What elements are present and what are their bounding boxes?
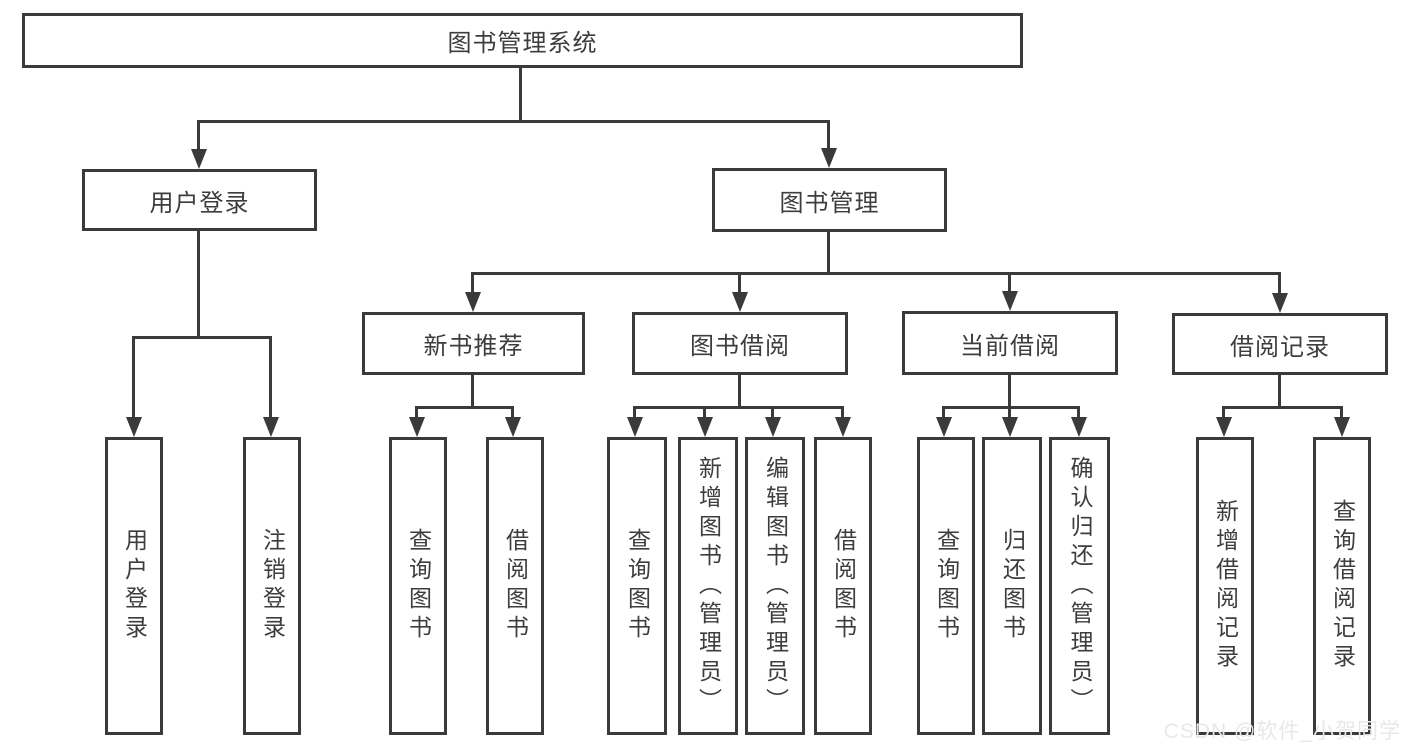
node-borrow-records: 借阅记录 bbox=[1172, 313, 1388, 375]
connector-vline bbox=[197, 231, 200, 336]
leaf-borrow-edit-admin-label: 编辑图书（管理员） bbox=[762, 455, 789, 717]
node-user-login: 用户登录 bbox=[82, 169, 317, 231]
leaf-logout-label: 注销登录 bbox=[259, 528, 286, 644]
arrow-down-icon bbox=[821, 148, 837, 168]
leaf-current-return: 归还图书 bbox=[982, 437, 1042, 735]
leaf-user-login: 用户登录 bbox=[105, 437, 163, 735]
arrow-down-icon bbox=[505, 417, 521, 437]
connector-vline bbox=[942, 406, 945, 418]
connector-hline bbox=[471, 272, 1281, 275]
leaf-record-query: 查询借阅记录 bbox=[1313, 437, 1371, 735]
connector-vline bbox=[1008, 272, 1011, 294]
connector-vline bbox=[1340, 406, 1343, 418]
leaf-borrow-book: 借阅图书 bbox=[814, 437, 872, 735]
arrow-down-icon bbox=[263, 417, 279, 437]
leaf-borrow-edit-admin: 编辑图书（管理员） bbox=[745, 437, 805, 735]
watermark: CSDN @软件_小贺同学 bbox=[1163, 720, 1401, 743]
arrow-down-icon bbox=[1216, 417, 1232, 437]
connector-vline bbox=[415, 406, 418, 418]
leaf-current-query: 查询图书 bbox=[917, 437, 975, 735]
arrow-down-icon bbox=[126, 417, 142, 437]
leaf-newbook-query: 查询图书 bbox=[389, 437, 447, 735]
connector-vline bbox=[827, 120, 830, 150]
connector-vline bbox=[1222, 406, 1225, 418]
arrow-down-icon bbox=[1272, 293, 1288, 313]
connector-hline bbox=[633, 406, 844, 409]
node-new-book-recommend-label: 新书推荐 bbox=[423, 333, 524, 360]
node-current-borrow: 当前借阅 bbox=[902, 311, 1118, 375]
leaf-current-return-label: 归还图书 bbox=[999, 528, 1026, 644]
node-book-borrow: 图书借阅 bbox=[632, 312, 848, 375]
leaf-newbook-borrow: 借阅图书 bbox=[486, 437, 544, 735]
connector-vline bbox=[197, 120, 200, 151]
connector-hline bbox=[132, 336, 272, 339]
arrow-down-icon bbox=[1071, 417, 1087, 437]
arrow-down-icon bbox=[697, 417, 713, 437]
leaf-current-confirm-admin: 确认归还（管理员） bbox=[1049, 437, 1110, 735]
leaf-newbook-query-label: 查询图书 bbox=[405, 528, 432, 644]
connector-vline bbox=[738, 272, 741, 294]
leaf-record-add-label: 新增借阅记录 bbox=[1212, 499, 1239, 673]
leaf-logout: 注销登录 bbox=[243, 437, 301, 735]
leaf-borrow-query-label: 查询图书 bbox=[624, 528, 651, 644]
connector-vline bbox=[511, 406, 514, 418]
connector-vline bbox=[1008, 406, 1011, 418]
connector-vline bbox=[841, 406, 844, 418]
connector-vline bbox=[633, 406, 636, 418]
leaf-borrow-add-admin: 新增图书（管理员） bbox=[678, 437, 738, 735]
connector-vline bbox=[1077, 406, 1080, 418]
arrow-down-icon bbox=[765, 417, 781, 437]
arrow-down-icon bbox=[936, 417, 952, 437]
arrow-down-icon bbox=[835, 417, 851, 437]
connector-hline bbox=[197, 120, 830, 123]
connector-vline bbox=[1278, 375, 1281, 407]
arrow-down-icon bbox=[1002, 417, 1018, 437]
leaf-record-query-label: 查询借阅记录 bbox=[1329, 499, 1356, 673]
node-root: 图书管理系统 bbox=[22, 13, 1023, 68]
connector-vline bbox=[132, 336, 135, 418]
connector-vline bbox=[738, 375, 741, 407]
arrow-down-icon bbox=[1002, 291, 1018, 311]
node-root-label: 图书管理系统 bbox=[447, 30, 598, 57]
leaf-newbook-borrow-label: 借阅图书 bbox=[502, 528, 529, 644]
arrow-down-icon bbox=[627, 417, 643, 437]
node-user-login-label: 用户登录 bbox=[149, 189, 250, 217]
node-new-book-recommend: 新书推荐 bbox=[362, 312, 585, 375]
leaf-borrow-add-admin-label: 新增图书（管理员） bbox=[695, 455, 722, 717]
connector-vline bbox=[519, 68, 522, 120]
arrow-down-icon bbox=[409, 417, 425, 437]
arrow-down-icon bbox=[1334, 417, 1350, 437]
connector-hline bbox=[942, 406, 1080, 409]
connector-hline bbox=[415, 406, 514, 409]
connector-vline bbox=[771, 406, 774, 418]
connector-vline bbox=[703, 406, 706, 418]
node-current-borrow-label: 当前借阅 bbox=[960, 332, 1060, 360]
node-book-management-label: 图书管理 bbox=[779, 189, 880, 217]
connector-hline bbox=[1222, 406, 1343, 409]
connector-vline bbox=[1008, 375, 1011, 407]
arrow-down-icon bbox=[465, 292, 481, 312]
arrow-down-icon bbox=[732, 292, 748, 312]
connector-vline bbox=[269, 336, 272, 418]
arrow-down-icon bbox=[191, 149, 207, 169]
leaf-record-add: 新增借阅记录 bbox=[1196, 437, 1254, 735]
connector-vline bbox=[471, 375, 474, 407]
leaf-current-query-label: 查询图书 bbox=[933, 528, 960, 644]
leaf-borrow-book-label: 借阅图书 bbox=[830, 528, 857, 644]
connector-vline bbox=[471, 272, 474, 294]
leaf-current-confirm-admin-label: 确认归还（管理员） bbox=[1067, 455, 1093, 717]
connector-vline bbox=[1278, 272, 1281, 294]
leaf-borrow-query: 查询图书 bbox=[607, 437, 667, 735]
node-book-management: 图书管理 bbox=[712, 168, 947, 232]
node-book-borrow-label: 图书借阅 bbox=[690, 333, 790, 360]
connector-vline bbox=[827, 232, 830, 274]
leaf-user-login-label: 用户登录 bbox=[121, 528, 148, 644]
node-borrow-records-label: 借阅记录 bbox=[1230, 333, 1330, 361]
